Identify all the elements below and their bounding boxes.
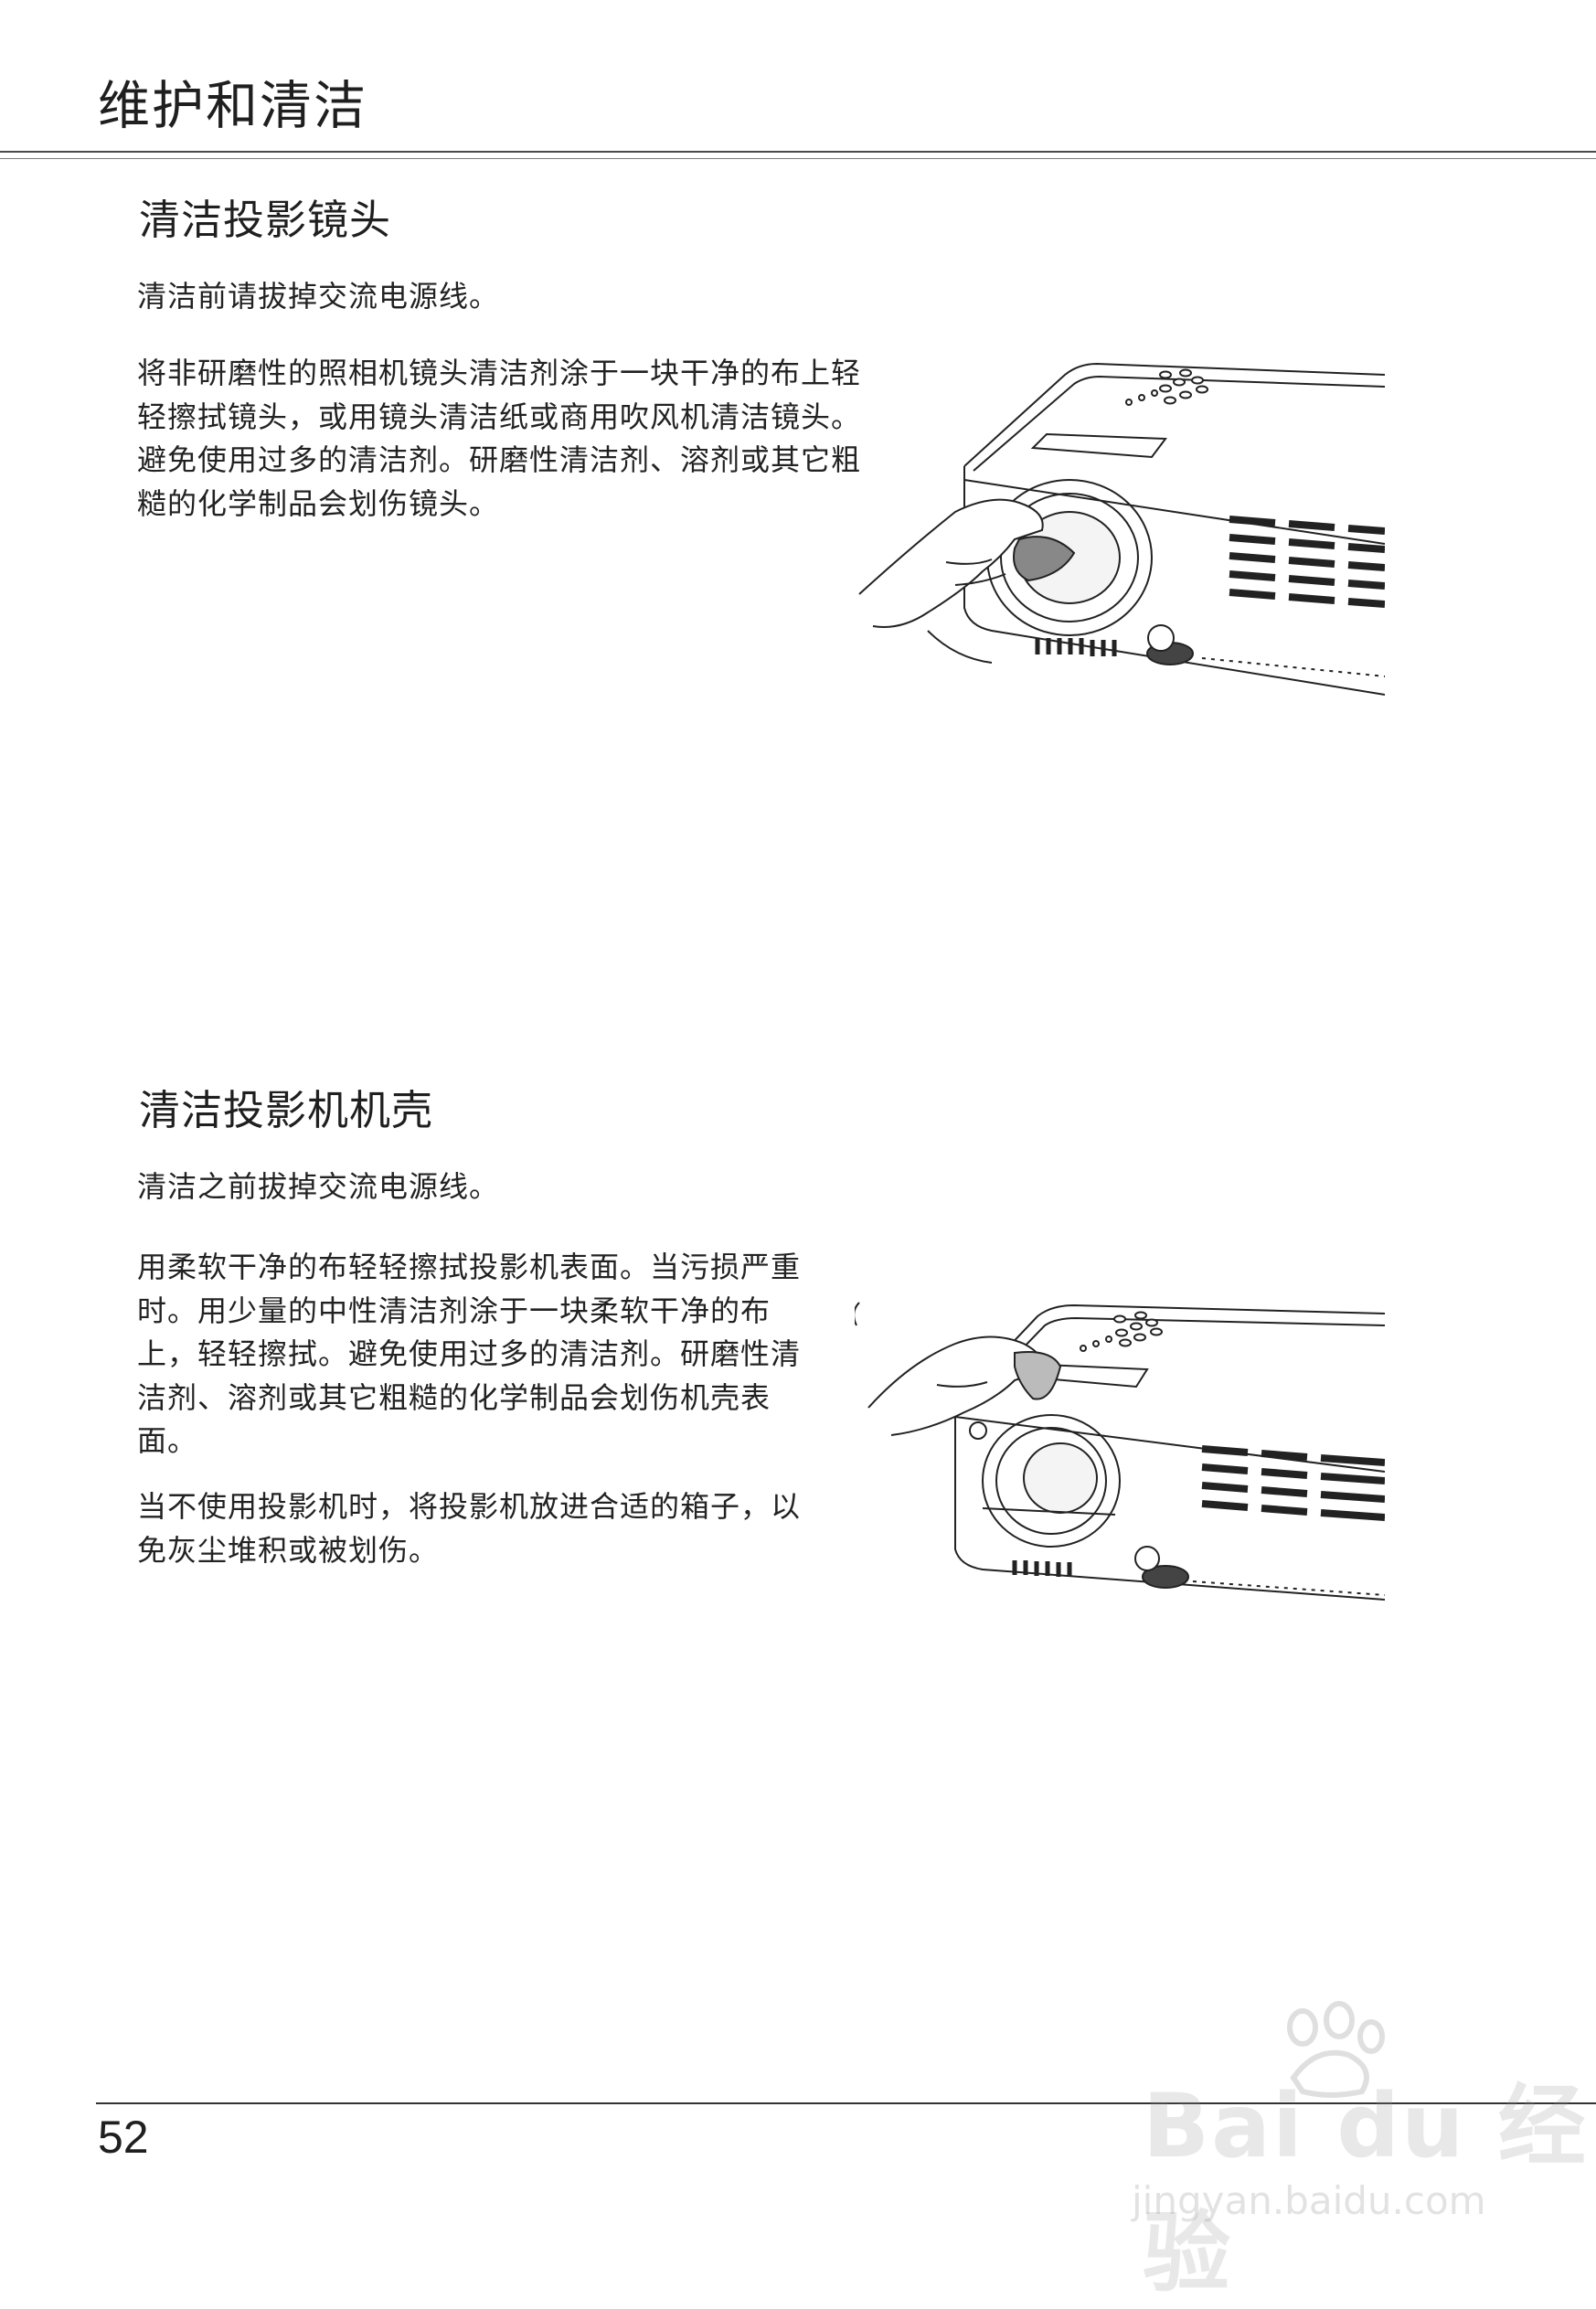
section-title-cabinet: 清洁投影机机壳 bbox=[139, 1086, 434, 1134]
section-title-lens: 清洁投影镜头 bbox=[139, 196, 392, 244]
watermark-url: jingyan.baidu.com bbox=[1132, 2178, 1486, 2223]
page-title: 维护和清洁 bbox=[98, 76, 367, 136]
baidu-watermark: Bai du 经验 jingyan.baidu.com bbox=[1088, 1991, 1596, 2304]
lens-paragraph-unplug: 清洁前请拔掉交流电源线。 bbox=[137, 279, 500, 314]
header-divider bbox=[0, 151, 1596, 153]
header-divider-thin bbox=[0, 158, 1596, 159]
projector-cabinet-cleaning-illustration bbox=[855, 1302, 1385, 1601]
cabinet-paragraph-instructions: 用柔软干净的布轻轻擦拭投影机表面。当污损严重时。用少量的中性清洁剂涂于一块柔软干… bbox=[137, 1250, 802, 1458]
cabinet-paragraph-storage: 当不使用投影机时，将投影机放进合适的箱子，以免灰尘堆积或被划伤。 bbox=[137, 1489, 802, 1568]
paw-icon bbox=[1287, 2001, 1385, 2098]
lens-paragraph-instructions: 将非研磨性的照相机镜头清洁剂涂于一块干净的布上轻轻擦拭镜头，或用镜头清洁纸或商用… bbox=[137, 356, 862, 521]
watermark-brand: Bai du 经验 bbox=[1143, 2075, 1588, 2304]
footer-divider bbox=[96, 2102, 1596, 2104]
cabinet-paragraph-unplug: 清洁之前拔掉交流电源线。 bbox=[137, 1169, 500, 1204]
projector-lens-cleaning-illustration bbox=[858, 362, 1385, 696]
page-number: 52 bbox=[98, 2112, 149, 2163]
